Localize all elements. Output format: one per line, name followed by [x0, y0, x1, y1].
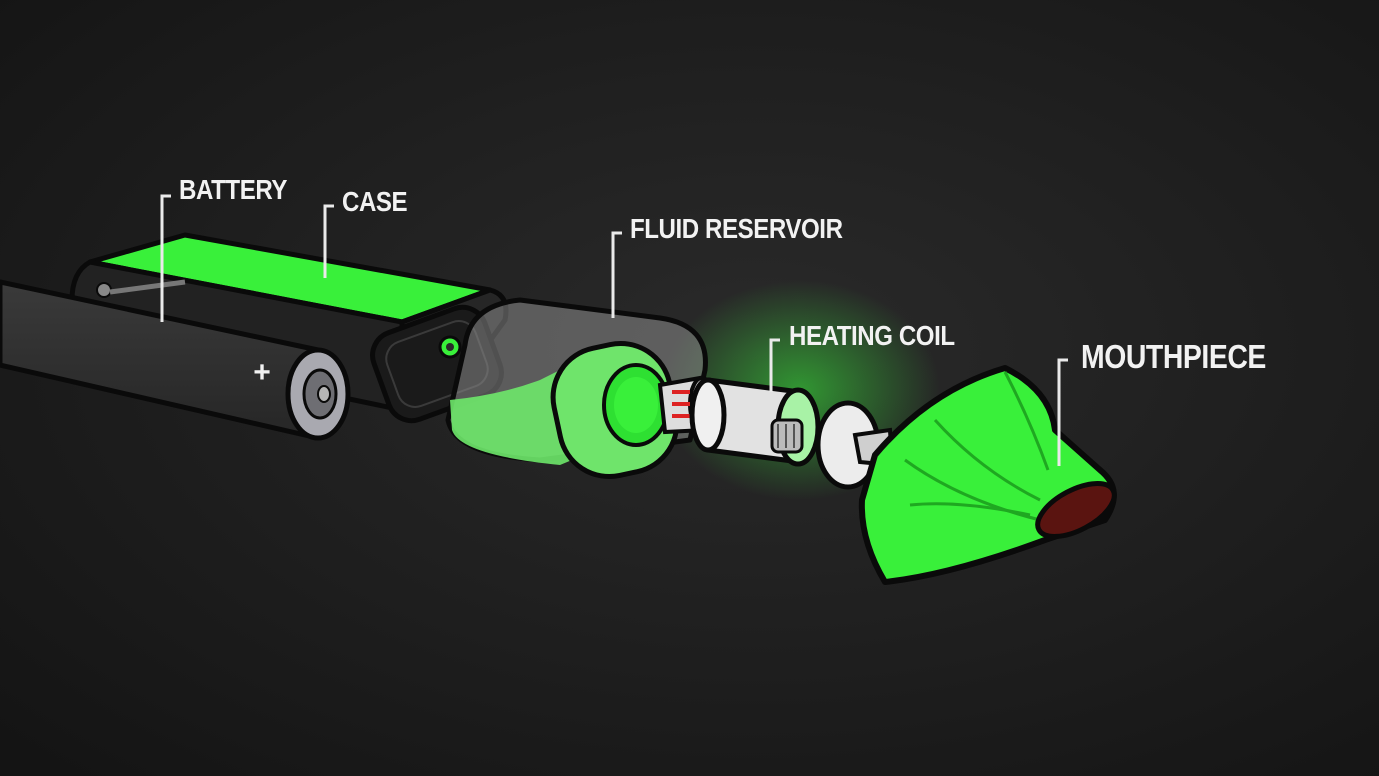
- heating-coil-leader: [769, 338, 780, 392]
- fluid-reservoir-leader: [611, 231, 622, 318]
- mouthpiece-part: [858, 365, 1117, 585]
- battery-label: BATTERY: [179, 174, 288, 205]
- seal-disc-part: [815, 400, 895, 490]
- case-label: CASE: [342, 186, 408, 217]
- battery-leader: [160, 194, 171, 322]
- fluid-reservoir-part: [445, 297, 708, 480]
- leader-lines: [160, 194, 1068, 466]
- battery-part: [0, 279, 351, 441]
- battery-plus-sign: +: [253, 356, 271, 389]
- fluid-reservoir-label: FLUID RESERVOIR: [630, 213, 843, 244]
- case-leader: [323, 204, 334, 278]
- heating-coil-label: HEATING COIL: [789, 320, 955, 351]
- mouthpiece-label: MOUTHPIECE: [1081, 338, 1266, 375]
- heating-coil-part: [689, 377, 821, 467]
- mouthpiece-leader: [1057, 358, 1068, 466]
